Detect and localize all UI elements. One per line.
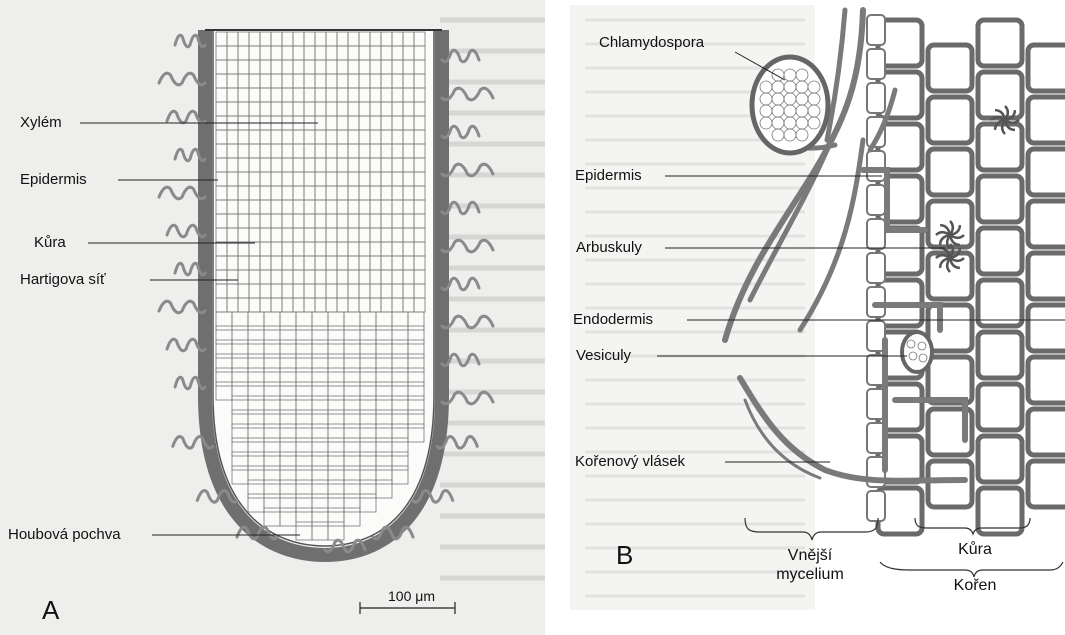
chlamydospore	[752, 57, 828, 153]
label-hartig-net: Hartigova síť	[20, 271, 106, 289]
label-arbuscules: Arbuskuly	[576, 239, 642, 257]
scale-bar-label: 100 μm	[388, 588, 435, 604]
label-epidermis-a: Epidermis	[20, 171, 87, 189]
root-body	[213, 30, 434, 546]
panel-a-ectomycorrhiza: Xylém Epidermis Kůra Hartigova síť Houbo…	[0, 0, 545, 635]
label-cortex-a: Kůra	[34, 234, 66, 252]
label-vesicles: Vesiculy	[576, 347, 631, 365]
label-outer-mycelium: Vnější mycelium	[770, 546, 850, 584]
label-outer-mycelium-line1: Vnější	[770, 546, 850, 565]
background-page-texture	[440, 20, 545, 578]
label-fungal-sheath: Houbová pochva	[8, 526, 121, 544]
bracket-root	[880, 562, 1063, 577]
label-epidermis-b: Epidermis	[575, 167, 642, 185]
label-cortex-b: Kůra	[945, 540, 1005, 559]
vesicle	[902, 332, 932, 372]
label-chlamydospore: Chlamydospora	[599, 34, 704, 52]
label-endodermis: Endodermis	[573, 311, 653, 329]
panel-letter-a: A	[42, 596, 59, 624]
panel-b-arbuscular-mycorrhiza: Chlamydospora Epidermis Arbuskuly Endode…	[545, 0, 1065, 635]
panel-letter-b: B	[616, 541, 633, 569]
cortex-cells	[878, 20, 1065, 534]
label-outer-mycelium-line2: mycelium	[770, 565, 850, 584]
label-xylem: Xylém	[20, 114, 62, 132]
label-root-hair: Kořenový vlásek	[575, 453, 685, 471]
label-root: Kořen	[945, 576, 1005, 595]
